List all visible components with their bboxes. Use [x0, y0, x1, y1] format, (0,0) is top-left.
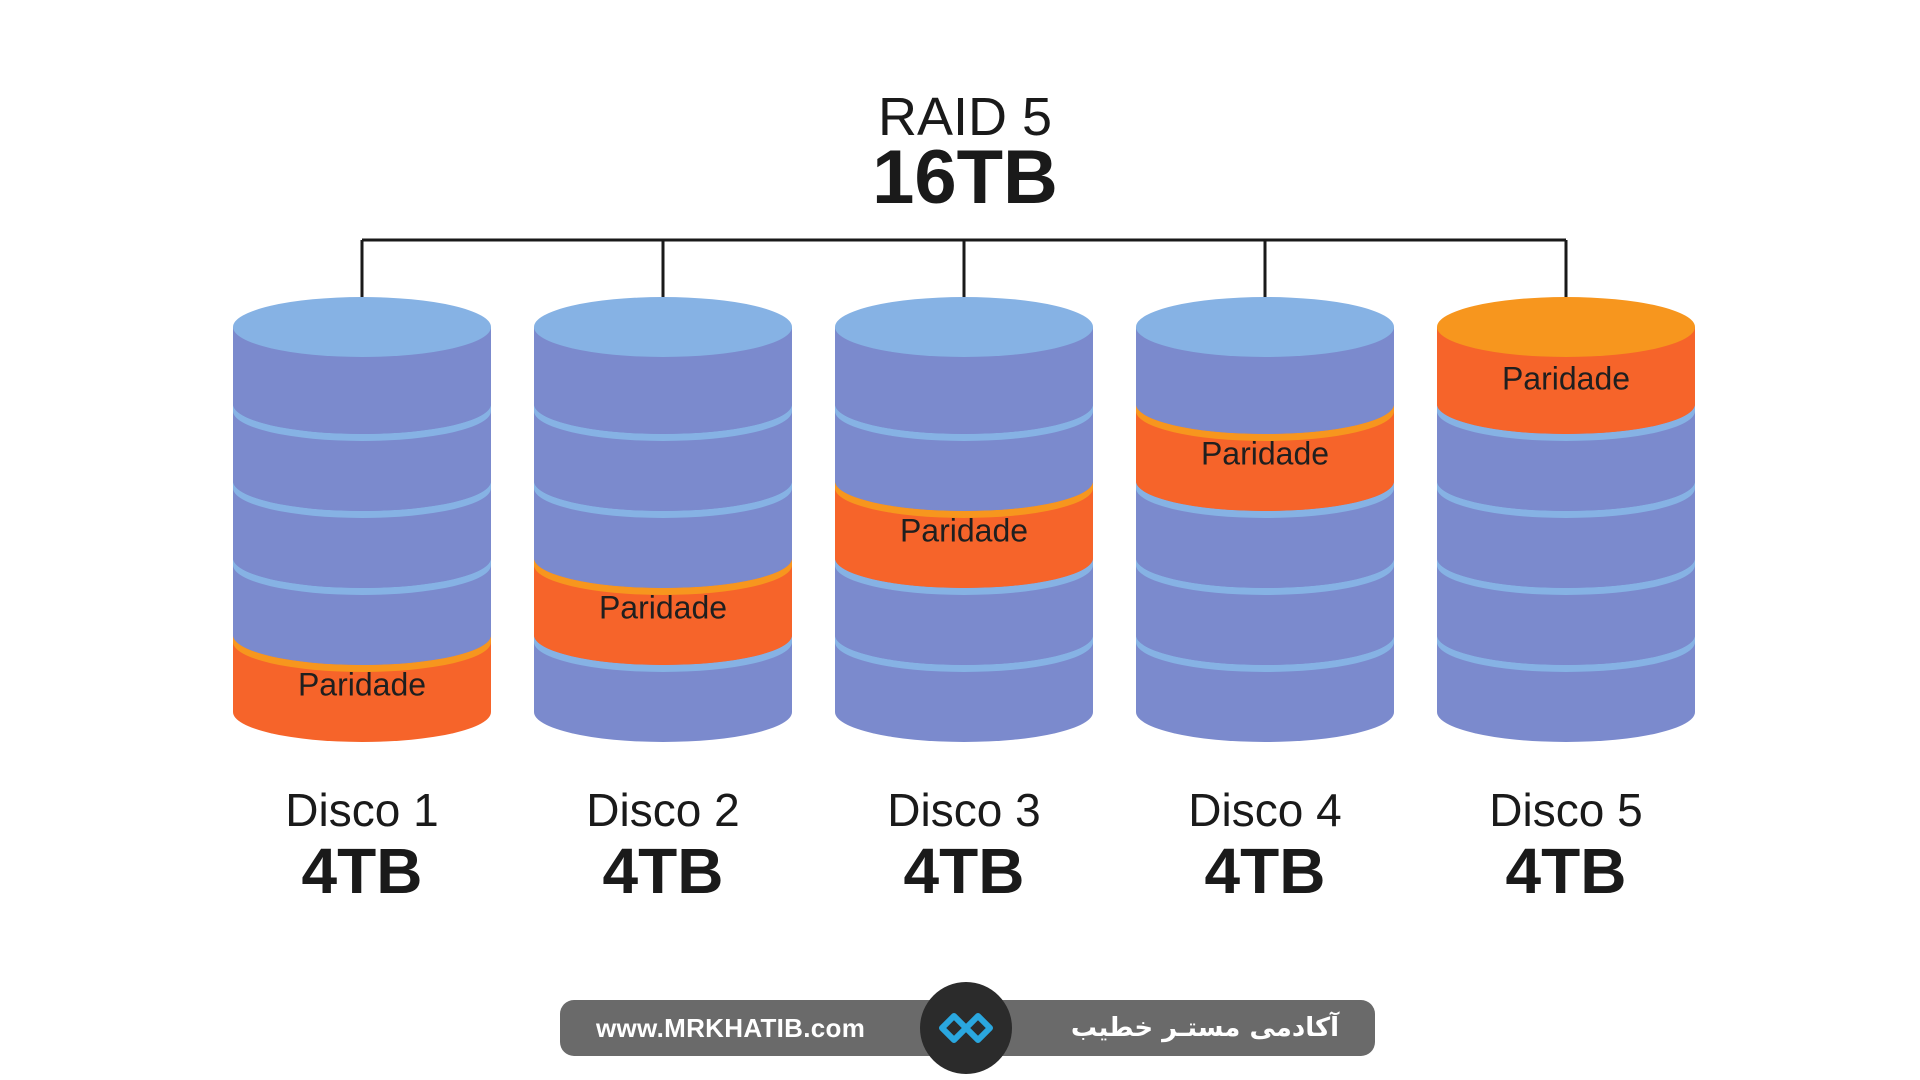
parity-label: Paridade — [599, 590, 727, 626]
segment-separator — [534, 558, 792, 595]
segment-separator — [1437, 404, 1695, 441]
disk-size: 4TB — [603, 835, 724, 907]
segment-body — [233, 327, 491, 434]
parity-label: Paridade — [1201, 436, 1329, 472]
disk-top — [835, 297, 1093, 357]
disk-size: 4TB — [1205, 835, 1326, 907]
segment-separator — [1136, 558, 1394, 595]
raid-capacity-title: 16TB — [872, 135, 1058, 220]
disk-name: Disco 3 — [887, 784, 1040, 836]
segment-separator — [233, 481, 491, 518]
segment-separator — [534, 481, 792, 518]
segment-separator — [1437, 635, 1695, 672]
raid-level-title: RAID 5 — [878, 87, 1052, 147]
disk-top — [1437, 297, 1695, 357]
segment-separator — [233, 558, 491, 595]
segment-separator — [835, 635, 1093, 672]
data-segment — [1136, 327, 1394, 434]
parity-label: Paridade — [298, 667, 426, 703]
connector-tree — [360, 238, 1568, 310]
parity-label: Paridade — [900, 513, 1028, 549]
segment-separator — [534, 635, 792, 672]
disk-size: 4TB — [904, 835, 1025, 907]
disk-top — [233, 297, 491, 357]
segment-separator — [534, 404, 792, 441]
parity-label: Paridade — [1502, 361, 1630, 397]
segment-body — [835, 327, 1093, 434]
segment-separator — [233, 635, 491, 672]
infinity-icon — [920, 982, 1012, 1074]
segment-separator — [835, 481, 1093, 518]
segment-separator — [835, 404, 1093, 441]
disk-name: Disco 2 — [586, 784, 739, 836]
data-segment — [835, 327, 1093, 434]
segment-body — [1136, 327, 1394, 434]
disk-size: 4TB — [1506, 835, 1627, 907]
disk-name: Disco 4 — [1188, 784, 1341, 836]
footer-brand-name: آکادمی مستـر خطیب — [1070, 1013, 1339, 1043]
segment-separator — [835, 558, 1093, 595]
segment-separator — [1136, 635, 1394, 672]
segment-body — [1437, 327, 1695, 434]
segment-separator — [1136, 404, 1394, 441]
segment-body — [534, 327, 792, 434]
disk-name: Disco 1 — [285, 784, 438, 836]
segment-separator — [233, 404, 491, 441]
segment-separator — [1437, 481, 1695, 518]
footer-url[interactable]: www.MRKHATIB.com — [596, 1013, 866, 1043]
data-segment — [233, 327, 491, 434]
segment-separator — [1437, 558, 1695, 595]
disk-name: Disco 5 — [1489, 784, 1642, 836]
data-segment — [534, 327, 792, 434]
disk-top — [1136, 297, 1394, 357]
disk-size: 4TB — [302, 835, 423, 907]
disk-top — [534, 297, 792, 357]
segment-separator — [1136, 481, 1394, 518]
parity-segment — [1437, 327, 1695, 434]
